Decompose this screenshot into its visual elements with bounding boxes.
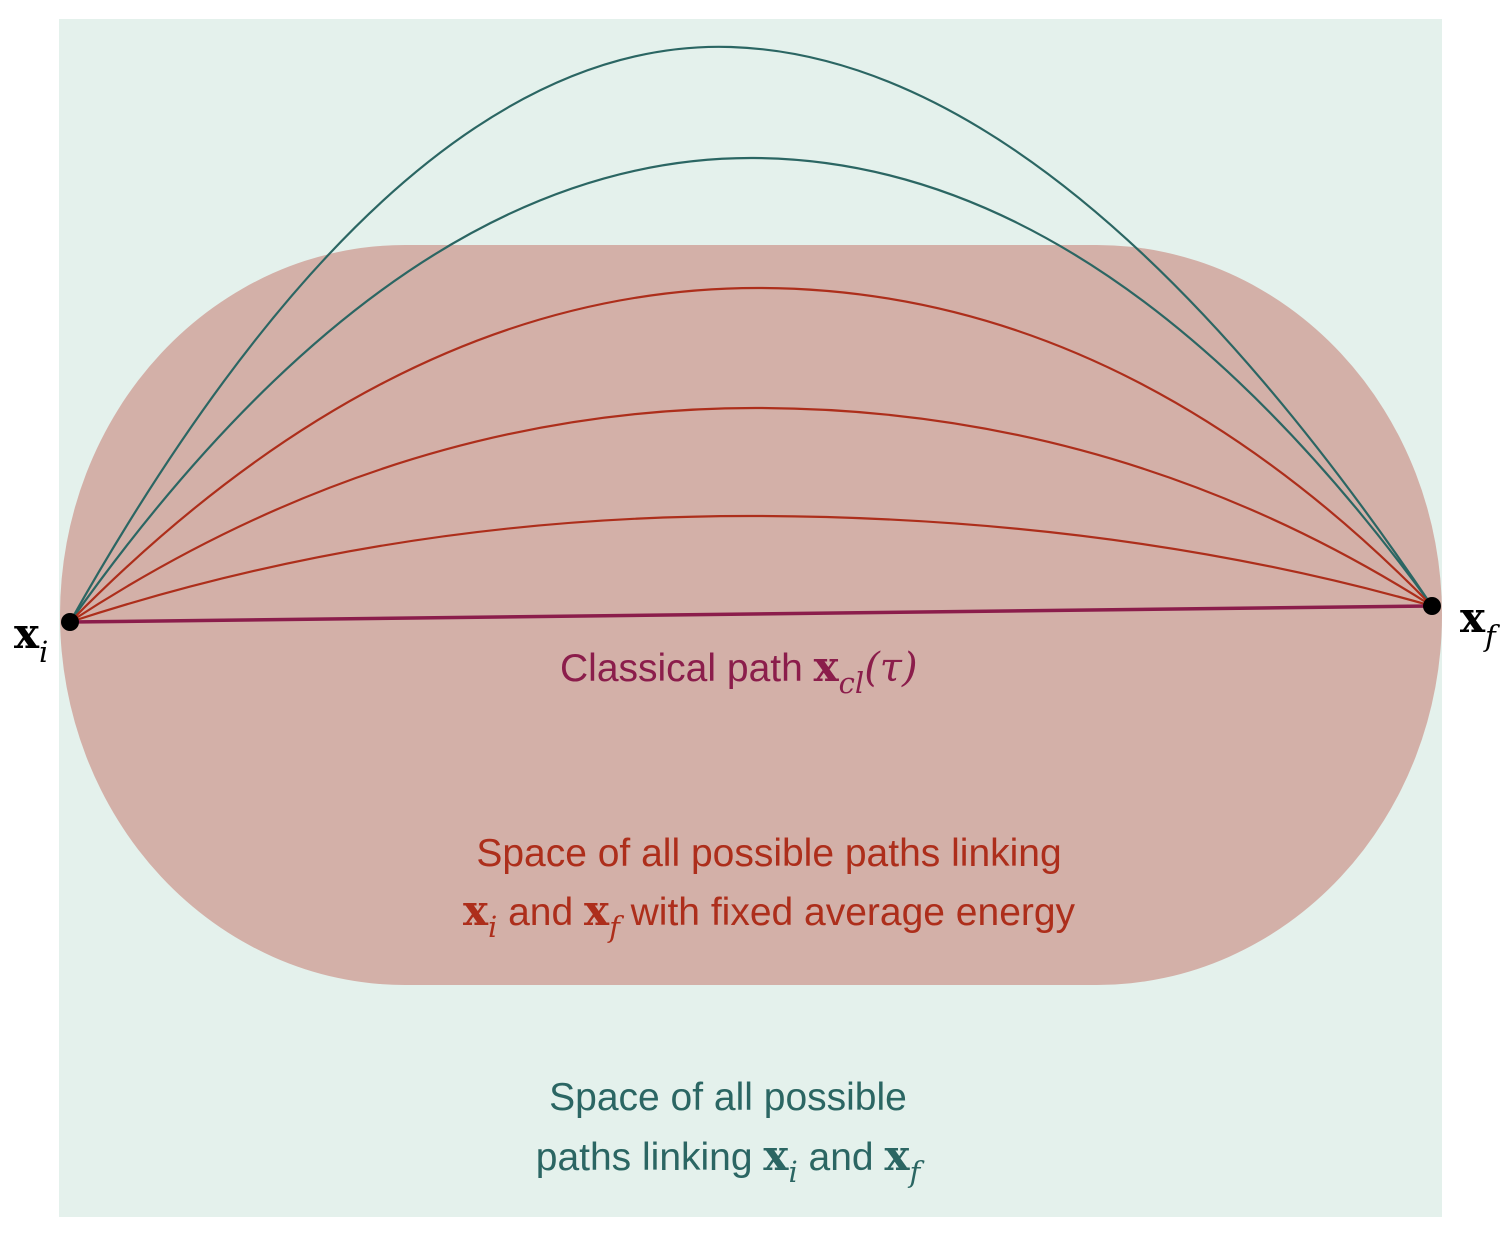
outer-label-symbol-a: x (763, 1131, 789, 1180)
inner-label-tail: with fixed average energy (620, 891, 1076, 934)
fixed-energy-region-label-line1: Space of all possible paths linking (476, 832, 1061, 875)
all-paths-region-label-line1: Space of all possible (549, 1076, 907, 1119)
initial-point-symbol: x (14, 609, 40, 658)
initial-point-subscript: i (39, 635, 48, 669)
fixed-energy-region-label-line2: xi and xf with fixed average energy (463, 886, 1076, 944)
classical-path-line (69, 604, 1433, 624)
outer-label-symbol-b: x (884, 1131, 910, 1180)
fixed-energy-path (69, 286, 1433, 623)
outer-label-text: paths linking (536, 1136, 764, 1179)
outer-label-sub-a: i (788, 1155, 797, 1189)
initial-point-label: xi (14, 609, 48, 669)
fixed-energy-path (69, 514, 1433, 624)
inner-label-mid: and (497, 891, 584, 934)
classical-path-argument: (τ) (864, 645, 917, 691)
initial-point-marker (61, 613, 79, 631)
fixed-energy-path (69, 406, 1433, 623)
final-point-symbol: x (1460, 593, 1486, 642)
classical-path-subscript: cl (839, 666, 865, 700)
final-point-subscript: f (1483, 619, 1501, 653)
classical-path-label: Classical path xcl(τ) (560, 642, 918, 700)
classical-path-symbol: x (814, 642, 840, 691)
classical-path-text: Classical path (560, 647, 814, 690)
inner-label-symbol-a: x (463, 886, 489, 935)
final-point-label: xf (1460, 593, 1501, 653)
inner-label-sub-a: i (488, 910, 497, 944)
outer-label-mid: and (798, 1136, 885, 1179)
outer-path (69, 156, 1433, 623)
final-point-marker (1423, 597, 1441, 615)
outer-path (69, 45, 1433, 623)
inner-label-symbol-b: x (584, 886, 610, 935)
